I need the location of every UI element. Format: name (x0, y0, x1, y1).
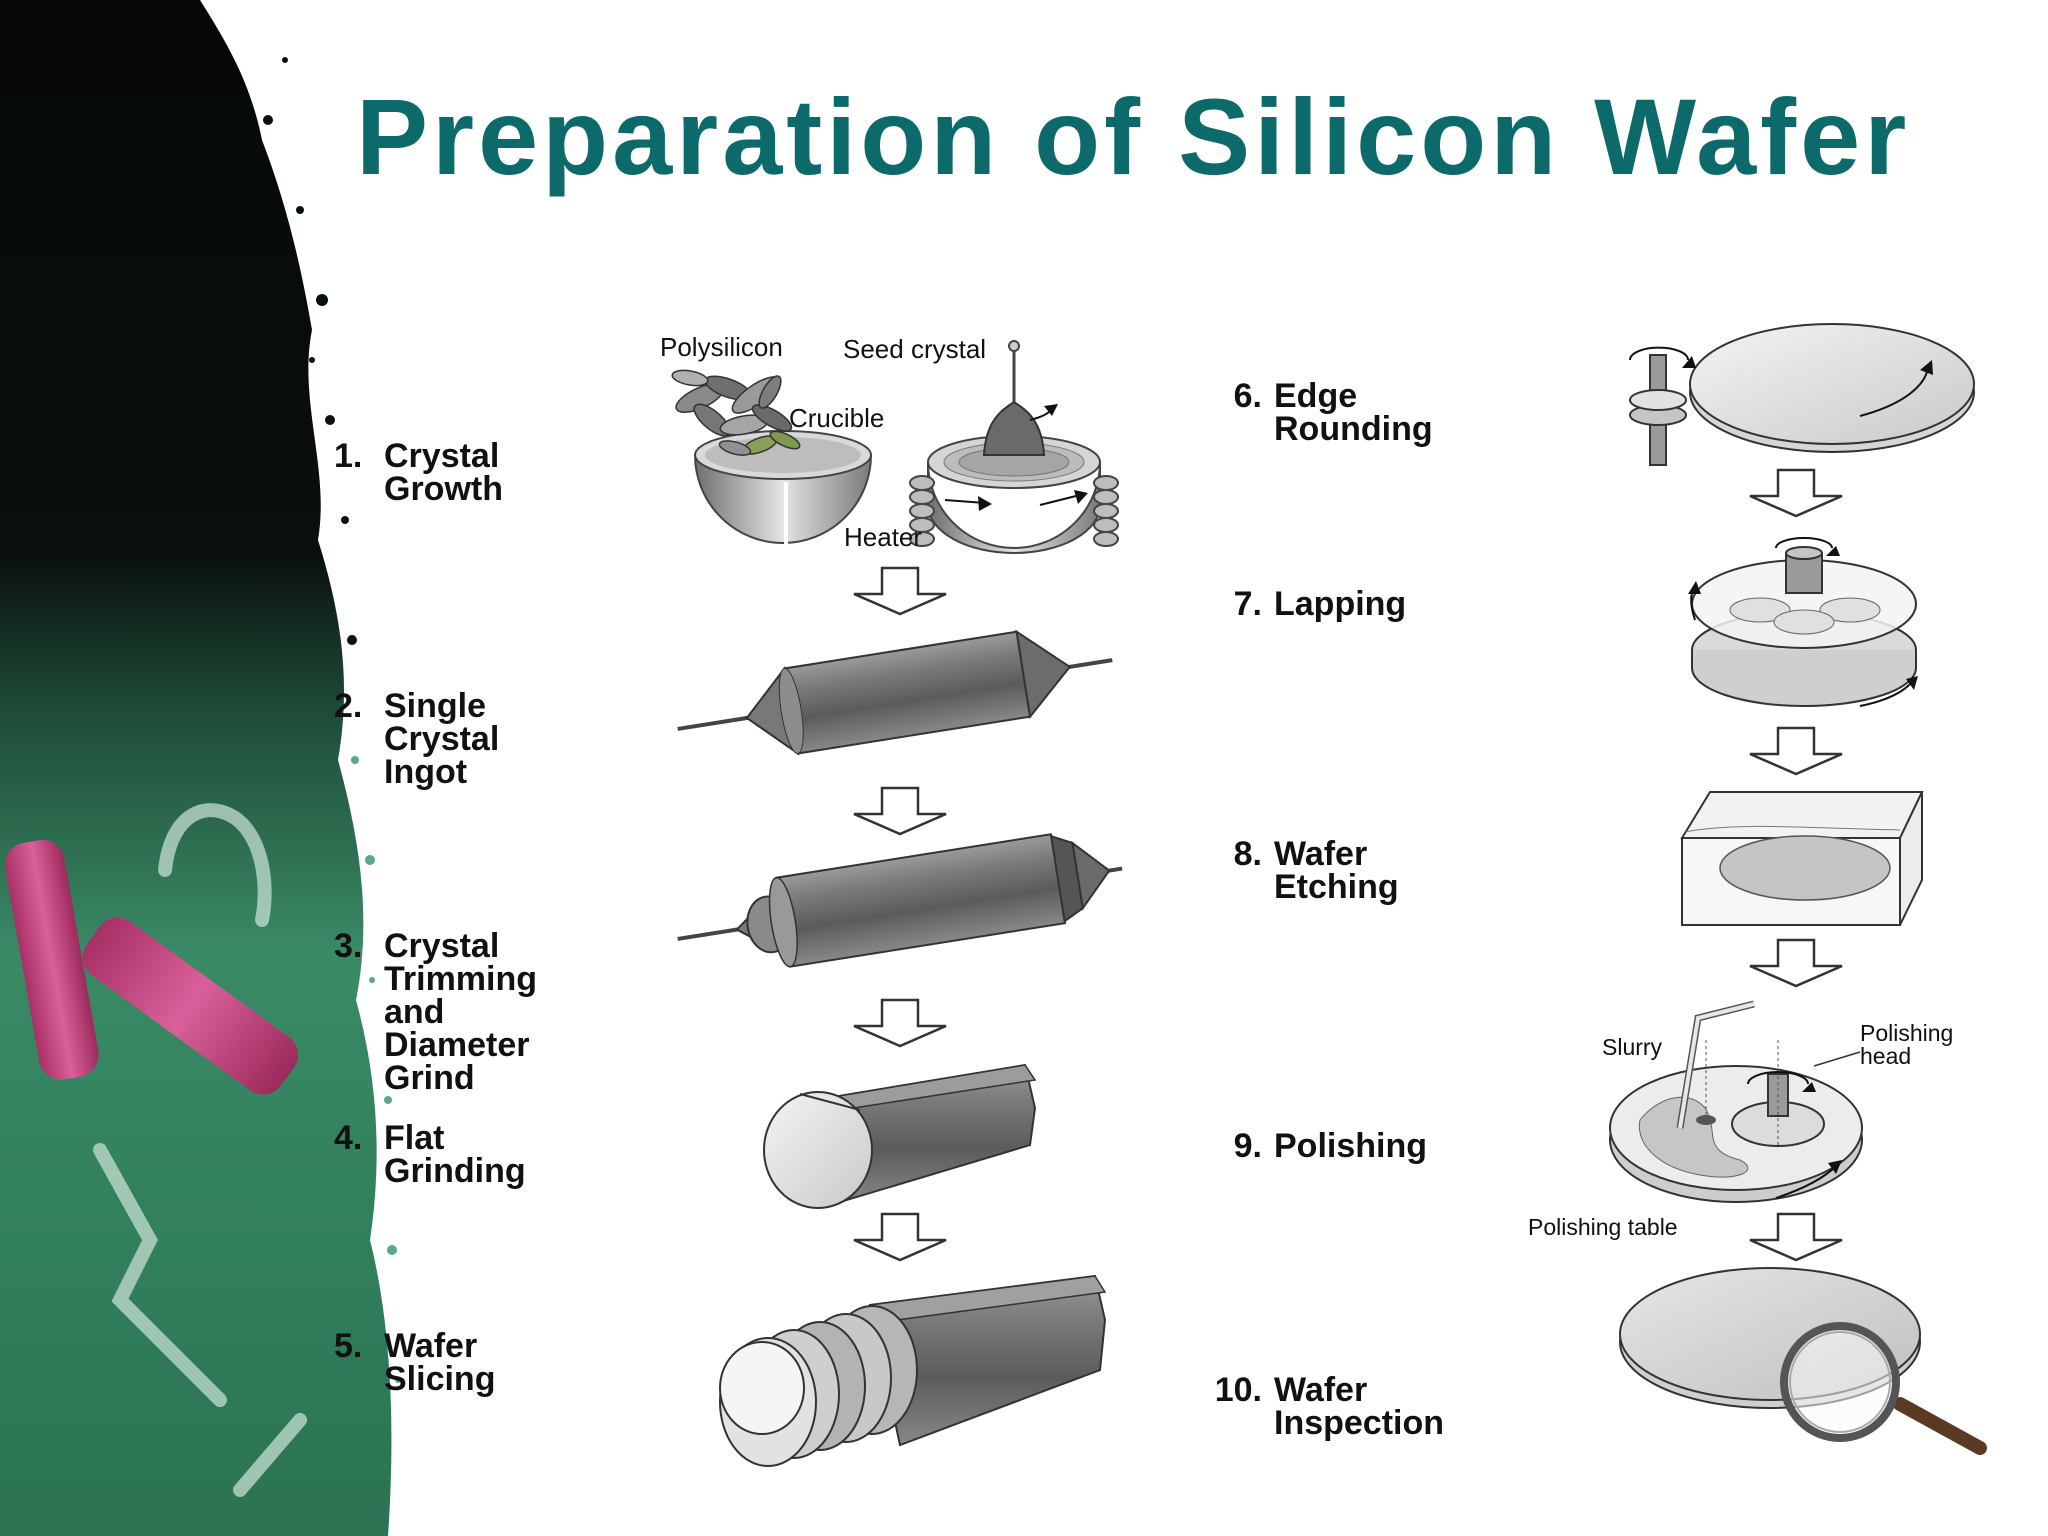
step-label: Wafer Etching (1274, 835, 1399, 906)
step-label: Crystal Trimming and Diameter Grind (384, 927, 538, 1097)
step-label: Edge Rounding (1274, 377, 1433, 448)
caption-polishing-head: Polishing head (1860, 1020, 1954, 1069)
ingot-illustration (677, 629, 1113, 756)
down-arrow (1749, 726, 1843, 776)
crystal-puller-illustration (909, 340, 1119, 554)
step-number: 1. (334, 437, 363, 475)
step-label: Wafer Slicing (384, 1327, 496, 1398)
heater-coil-right (1093, 475, 1119, 547)
caption-seed-crystal: Seed crystal (843, 334, 987, 364)
down-arrow (1749, 938, 1843, 988)
caption-polishing-table: Polishing table (1528, 1214, 1678, 1240)
lapping-illustration (1688, 537, 1918, 707)
step-number: 7. (1233, 585, 1262, 623)
step-label: Flat Grinding (384, 1119, 526, 1190)
step-number: 2. (334, 687, 363, 725)
down-arrow (1749, 1212, 1843, 1262)
polysilicon-chunks (671, 369, 801, 456)
step-label: Polishing (1274, 1127, 1427, 1165)
step-number: 10. (1214, 1371, 1262, 1409)
page-title: Preparation of Silicon Wafer (356, 76, 1911, 197)
down-arrow (853, 998, 947, 1048)
wafer-slicing-illustration (719, 1274, 1107, 1467)
trimmed-ingot-illustration (677, 833, 1123, 968)
step-label: Single Crystal Ingot (384, 687, 500, 791)
step-number: 3. (334, 927, 363, 965)
caption-polysilicon: Polysilicon (660, 332, 783, 362)
down-arrow (853, 566, 947, 616)
wafer-etching-illustration (1680, 791, 1924, 926)
edge-rounding-illustration (1629, 323, 1975, 466)
step-label: Crystal Growth (384, 437, 503, 508)
step-label: Lapping (1274, 585, 1407, 623)
flow-arrows (853, 468, 1843, 1262)
crucible-illustration (671, 369, 873, 550)
step-number: 5. (334, 1327, 363, 1365)
down-arrow (853, 786, 947, 836)
caption-crucible: Crucible (789, 403, 885, 433)
step-label: Wafer Inspection (1274, 1371, 1445, 1442)
down-arrow (853, 1212, 947, 1262)
caption-heater: Heater (844, 522, 923, 552)
flat-ground-ingot-illustration (763, 1063, 1037, 1209)
heater-coil-left (909, 475, 935, 547)
wafer-inspection-illustration (1619, 1267, 1987, 1455)
step-number: 6. (1233, 377, 1262, 415)
step-number: 8. (1233, 835, 1262, 873)
step-number: 9. (1233, 1127, 1262, 1165)
caption-slurry: Slurry (1602, 1034, 1663, 1060)
down-arrow (1749, 468, 1843, 518)
step-number: 4. (334, 1119, 363, 1157)
polishing-illustration (1609, 1000, 1863, 1203)
